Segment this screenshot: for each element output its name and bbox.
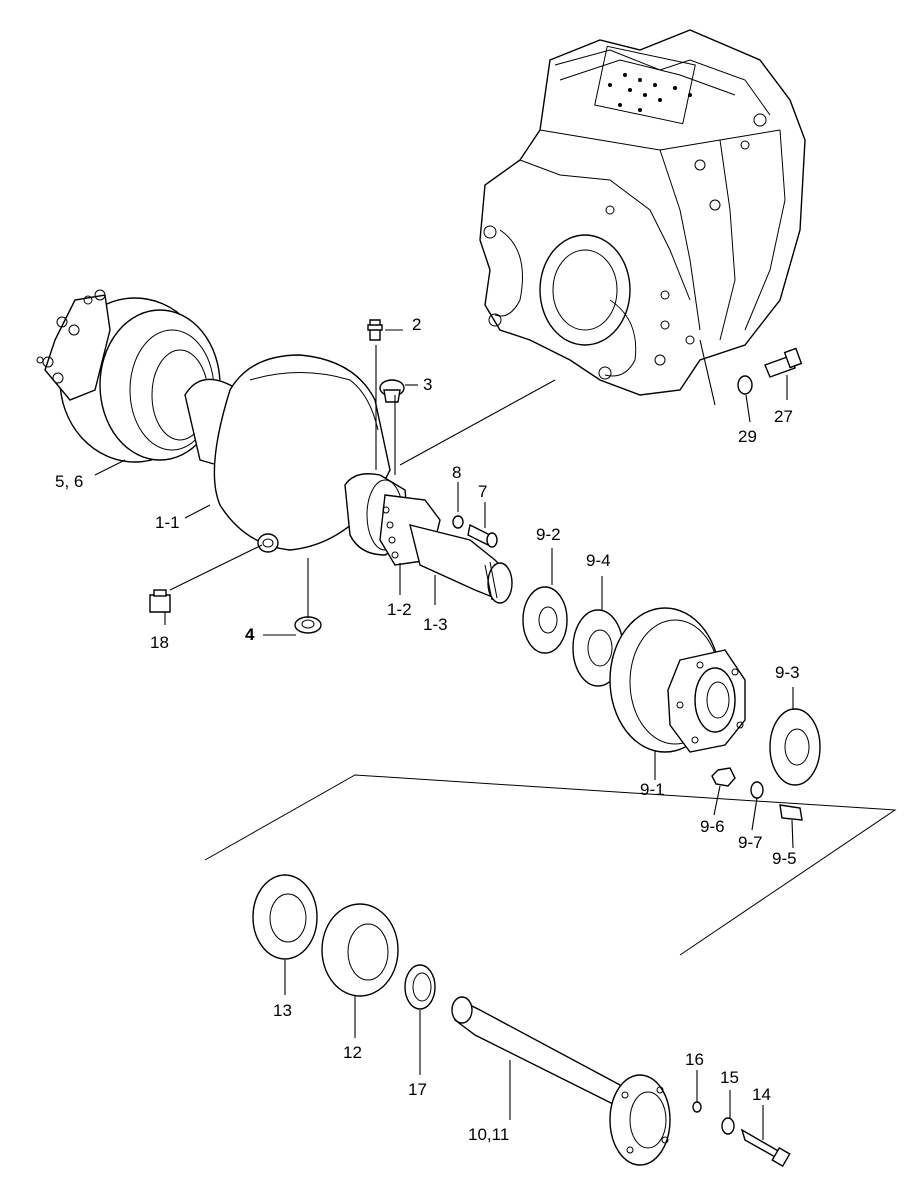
label-15: 15	[720, 1068, 739, 1087]
lock-washer-13	[252, 874, 318, 960]
label-3: 3	[423, 375, 432, 394]
label-9-7: 9-7	[738, 833, 763, 852]
label-9-3: 9-3	[775, 663, 800, 682]
washer-8	[452, 515, 464, 529]
callout-labels: 2 3 5, 6 1-1 8 7 9-2 9-4 18 4 1-2 1-3 27…	[55, 315, 800, 1144]
washer-29	[737, 375, 753, 395]
label-2: 2	[412, 315, 421, 334]
seal-17	[404, 964, 436, 1010]
bolt-14	[740, 1128, 791, 1168]
spacer-9-2	[522, 586, 568, 654]
label-9-1: 9-1	[640, 780, 665, 799]
label-16: 16	[685, 1050, 704, 1069]
label-4: 4	[245, 625, 255, 644]
nut-9-6	[711, 767, 736, 787]
breather-plug	[367, 319, 383, 341]
drain-plug-4	[294, 616, 322, 634]
washer-9-7	[750, 781, 764, 799]
label-12: 12	[343, 1043, 362, 1062]
label-29: 29	[738, 427, 757, 446]
label-1-3: 1-3	[423, 615, 448, 634]
label-9-6: 9-6	[700, 817, 725, 836]
label-1-2: 1-2	[387, 600, 412, 619]
label-17: 17	[408, 1080, 427, 1099]
label-9-4: 9-4	[586, 551, 611, 570]
axle-shaft-10-11	[451, 996, 671, 1166]
label-13: 13	[273, 1001, 292, 1020]
label-14: 14	[752, 1085, 771, 1104]
wheel-hub-left	[36, 289, 221, 463]
label-1-1: 1-1	[155, 513, 180, 532]
label-18: 18	[150, 633, 169, 652]
transmission-housing	[479, 29, 806, 396]
bolt-7	[467, 523, 498, 548]
leader-lines	[94, 329, 794, 1140]
filler-plug	[379, 379, 405, 403]
label-5-6: 5, 6	[55, 472, 83, 491]
pin-16	[692, 1101, 702, 1113]
label-27: 27	[774, 407, 793, 426]
detail-frame	[204, 774, 897, 956]
stud-9-5	[779, 804, 803, 821]
washer-15	[721, 1117, 735, 1135]
label-8: 8	[452, 463, 461, 482]
spindle-shaft	[409, 524, 513, 604]
hub-drum-9-1	[609, 607, 746, 753]
lock-nut-12	[321, 903, 399, 997]
bolt-27	[764, 347, 803, 378]
bearing-9-3	[769, 708, 821, 786]
label-7: 7	[478, 482, 487, 501]
label-9-2: 9-2	[536, 525, 561, 544]
label-10-11: 10,11	[468, 1125, 509, 1144]
bolt-18	[149, 589, 171, 613]
label-9-5: 9-5	[772, 849, 797, 868]
